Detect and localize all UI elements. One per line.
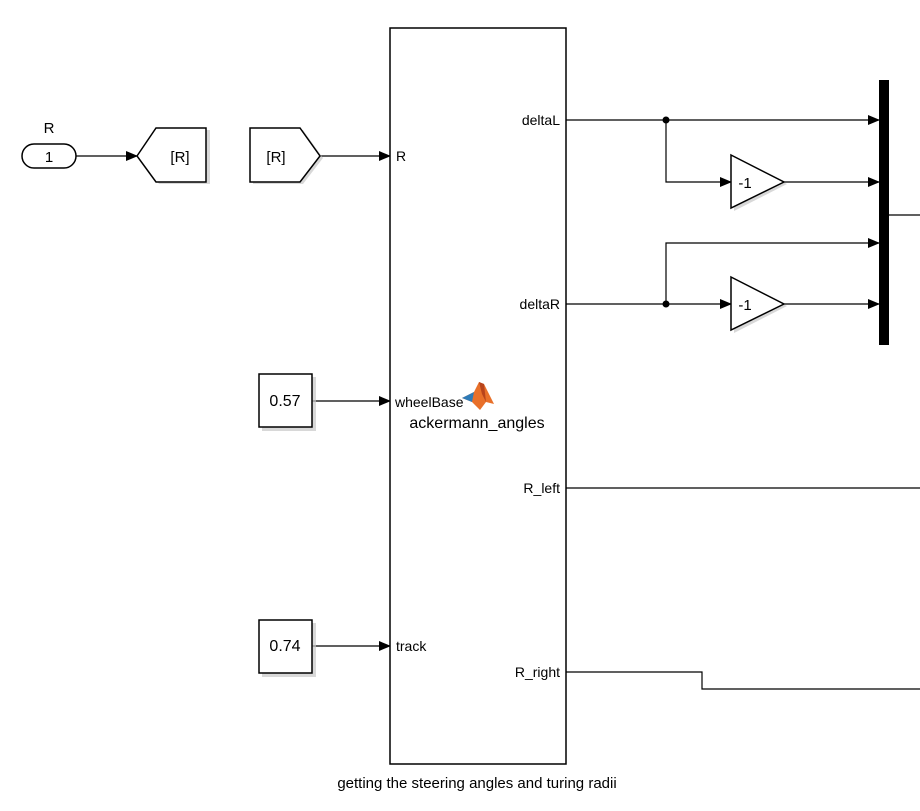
gain-bottom-value: -1 <box>738 297 751 314</box>
branch-point-deltaR <box>662 300 670 308</box>
matlab-logo-icon <box>462 382 494 410</box>
output-port-deltaL-label: deltaL <box>522 112 560 128</box>
input-port-track-label: track <box>396 638 427 654</box>
constant-track-value: 0.74 <box>269 638 300 655</box>
matlab-function-block[interactable]: R wheelBase track deltaL deltaR R_left R… <box>389 27 567 765</box>
constant-track-block[interactable]: 0.74 <box>258 619 316 677</box>
wire-deltaL-to-gain[interactable] <box>665 120 732 187</box>
gain-top-value: -1 <box>738 175 751 192</box>
gain-block-bottom[interactable]: -1 <box>730 275 787 333</box>
inport-block[interactable]: 1 R <box>21 120 77 169</box>
function-block-name: ackermann_angles <box>409 415 544 432</box>
inport-number: 1 <box>45 149 53 166</box>
output-port-deltaR-label: deltaR <box>520 296 560 312</box>
constant-wheelbase-value: 0.57 <box>269 393 300 410</box>
output-port-r-right-label: R_right <box>515 664 560 680</box>
goto-tag: [R] <box>170 149 189 166</box>
mux-block[interactable] <box>879 80 889 345</box>
wire-r-right-out[interactable] <box>566 671 920 690</box>
branch-point-deltaL <box>662 116 670 124</box>
from-tag: [R] <box>266 149 285 166</box>
input-port-r-label: R <box>396 148 406 164</box>
constant-wheelbase-block[interactable]: 0.57 <box>258 373 316 431</box>
function-block-caption: getting the steering angles and turing r… <box>337 775 616 792</box>
output-port-r-left-label: R_left <box>523 480 560 496</box>
goto-block[interactable]: [R] <box>136 127 210 184</box>
inport-name: R <box>44 120 55 137</box>
signal-lines <box>76 115 920 690</box>
wire-deltaR-to-mux[interactable] <box>665 238 880 304</box>
from-block[interactable]: [R] <box>249 127 323 184</box>
gain-block-top[interactable]: -1 <box>730 153 787 211</box>
input-port-wheelbase-label: wheelBase <box>394 394 464 410</box>
